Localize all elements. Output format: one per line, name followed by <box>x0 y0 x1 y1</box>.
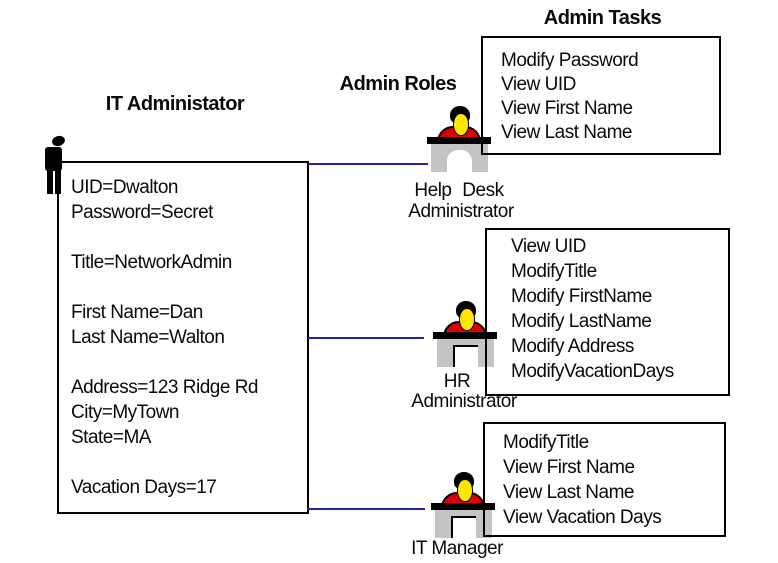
hr-admin-label-line2: Administrator <box>411 391 517 412</box>
user-attributes-box: UID=Dwalton Password=Secret Title=Networ… <box>57 161 309 514</box>
heading-it-administator: IT Administator <box>105 93 245 115</box>
desk-cutout <box>447 150 472 172</box>
user-attributes-text: UID=Dwalton Password=Secret Title=Networ… <box>71 177 259 498</box>
helpdesk-administrator-icon <box>426 105 492 172</box>
desk-top-icon <box>431 503 495 510</box>
hr-tasks-list: View UID ModifyTitle Modify FirstName Mo… <box>511 236 674 382</box>
pictogram-head <box>50 134 67 148</box>
pictogram-left-leg <box>47 170 53 194</box>
face-icon <box>459 308 475 331</box>
connector-line-helpdesk <box>308 163 428 165</box>
it-manager-icon <box>430 471 496 538</box>
desk-cutout <box>453 345 478 367</box>
face-icon <box>457 479 473 502</box>
desk-top-icon <box>427 137 491 144</box>
connector-line-itmanager <box>307 508 425 510</box>
helpdesk-tasks-box: Modify Password View UID View First Name… <box>481 36 721 155</box>
itmanager-tasks-box: ModifyTitle View First Name View Last Na… <box>483 422 726 537</box>
pictogram-right-leg <box>55 170 61 194</box>
pictogram-torso <box>45 147 62 171</box>
hr-administrator-icon <box>432 300 498 367</box>
person-pictogram-icon <box>43 134 67 196</box>
itmanager-tasks-list: ModifyTitle View First Name View Last Na… <box>503 432 662 528</box>
helpdesk-admin-label-line2: Administrator <box>408 201 514 222</box>
face-icon <box>453 113 469 136</box>
helpdesk-admin-label-line1: Help Desk <box>414 180 504 201</box>
heading-admin-tasks: Admin Tasks <box>543 7 662 29</box>
helpdesk-tasks-list: Modify Password View UID View First Name… <box>501 50 639 143</box>
itmanager-label: IT Manager <box>411 538 503 559</box>
desk-cutout <box>451 516 476 538</box>
hr-admin-label-line1: HR <box>443 371 471 392</box>
heading-admin-roles: Admin Roles <box>339 73 457 95</box>
desk-top-icon <box>433 332 497 339</box>
connector-line-hr <box>308 337 424 339</box>
hr-tasks-box: View UID ModifyTitle Modify FirstName Mo… <box>485 228 730 396</box>
